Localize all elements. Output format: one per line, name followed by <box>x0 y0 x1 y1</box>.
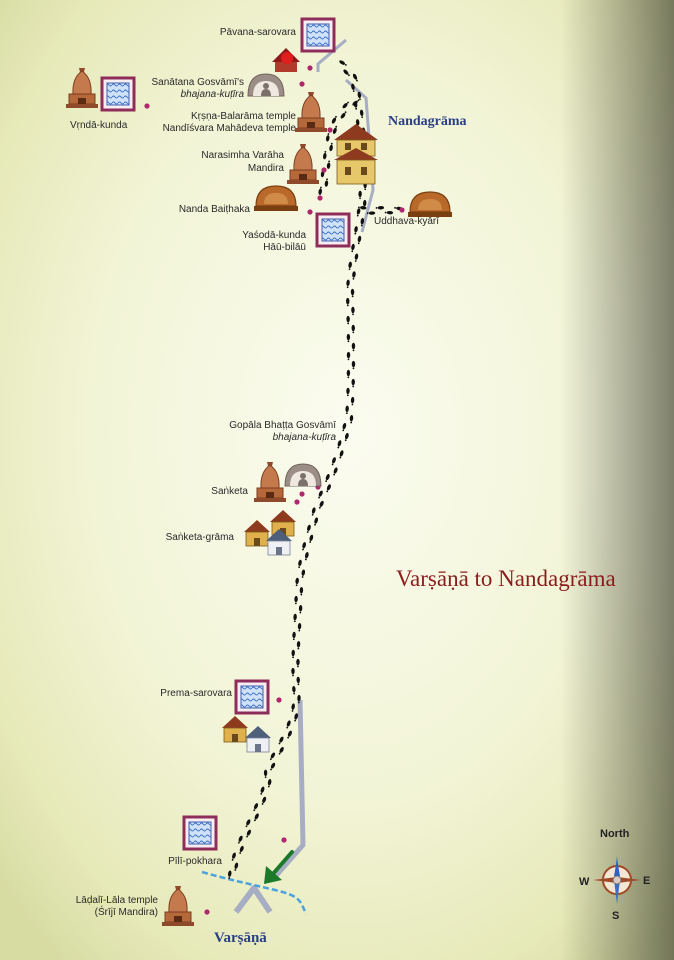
label-sanatana-line2-wrap: bhajana-kuṭīra <box>126 89 244 101</box>
marker <box>294 499 300 505</box>
label-pavana-sarovara: Pāvana-sarovara <box>219 27 296 38</box>
markers <box>144 65 405 915</box>
compass-west: W <box>579 876 590 888</box>
label-gopala-line2: bhajana-kuṭīra <box>272 432 336 443</box>
label-uddhava-kyari: Uddhava-kyārī <box>374 216 440 227</box>
marker <box>276 697 282 703</box>
label-vrnda-kunda: Vṛndā-kunda <box>70 120 128 131</box>
stream <box>201 870 308 915</box>
road <box>233 885 273 914</box>
label-sanketa-grama: Saṅketa-grāma <box>165 532 234 543</box>
marker <box>307 209 313 215</box>
label-pili-pokhara: Pīlī-pokhara <box>168 856 222 867</box>
marker <box>399 207 405 213</box>
arrow-icon <box>264 850 294 884</box>
compass-south: S <box>612 910 620 922</box>
label-yasoda-line2: Hāū-bilāū <box>263 242 306 253</box>
pavana-shrine-icon <box>272 48 300 72</box>
kunda-icon <box>234 679 270 715</box>
label-ladali-line1: Lāḍalī-Lāla temple <box>75 895 158 906</box>
marker <box>317 195 323 201</box>
label-nandisvara: Nandīśvara Mahādeva temple <box>162 123 296 134</box>
compass-east: E <box>643 875 651 887</box>
road <box>316 38 347 72</box>
town-nandagrama: Nandagrāma <box>388 114 467 129</box>
marker <box>307 65 313 71</box>
road <box>272 699 306 880</box>
label-narasimha-line1: Narasimha Varāha <box>201 150 284 161</box>
label-sanketa: Saṅketa <box>211 486 248 497</box>
label-yasoda-line1: Yaśodā-kunda <box>242 230 306 241</box>
label-prema-sarovara: Prema-sarovara <box>160 688 232 699</box>
label-nanda-baithaka: Nanda Baiṭhaka <box>178 204 250 215</box>
label-gopala-line2-wrap: bhajana-kuṭīra <box>186 432 336 444</box>
town-varsana: Varṣāṇā <box>214 930 267 946</box>
marker <box>327 127 333 133</box>
marker <box>299 81 305 87</box>
nandagrama-dwelling-icon <box>334 124 378 185</box>
label-sanatana-line1: Sanātana Gosvāmī's <box>151 77 244 88</box>
kunda-icon <box>300 17 336 53</box>
marker <box>204 909 210 915</box>
label-narasimha-line2: Mandira <box>247 163 284 174</box>
marker <box>299 491 305 497</box>
map-title: Varṣāṇā to Nandagrāma <box>396 566 616 591</box>
marker <box>144 103 150 109</box>
compass-icon <box>593 856 641 904</box>
marker <box>281 837 287 843</box>
kunda-icon <box>315 212 351 248</box>
label-sanatana-line2: bhajana-kuṭīra <box>180 89 244 100</box>
label-krsna-balarama: Kṛṣṇa-Balarāma temple <box>190 111 296 122</box>
marker <box>321 167 327 173</box>
label-ladali-line2: (Śrījī Mandira) <box>94 907 158 918</box>
kunda-icon <box>182 815 218 851</box>
compass-north: North <box>600 828 630 840</box>
label-gopala-line1: Gopāla Bhaṭṭa Gosvāmī <box>229 420 336 431</box>
